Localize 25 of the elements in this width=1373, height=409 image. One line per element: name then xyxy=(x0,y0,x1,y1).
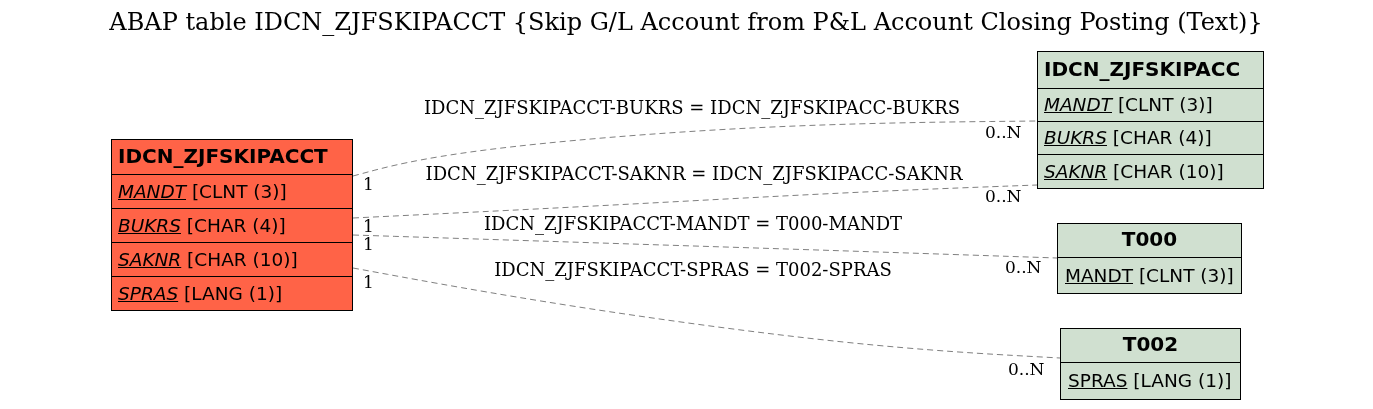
relationship-line xyxy=(352,184,1038,219)
cardinality-label: 1 xyxy=(363,236,374,253)
relationship-line xyxy=(352,234,1058,259)
relationship-line xyxy=(352,120,1038,177)
diagram-title: ABAP table IDCN_ZJFSKIPACCT {Skip G/L Account from P&L Account Closing Posting (Text)} xyxy=(109,8,1263,36)
table-name: IDCN_ZJFSKIPACC xyxy=(1044,57,1241,81)
edge-label: IDCN_ZJFSKIPACCT-BUKRS = IDCN_ZJFSKIPACC-BUKRS xyxy=(423,99,961,117)
cardinality-label: 1 xyxy=(363,218,374,235)
cardinality-label: 0..N xyxy=(985,188,1022,205)
cardinality-label: 0..N xyxy=(985,124,1022,141)
entity-table xyxy=(111,139,353,311)
entity-table xyxy=(1057,223,1242,294)
table-name: T000 xyxy=(1121,227,1178,251)
edge-label: IDCN_ZJFSKIPACCT-MANDT = T000-MANDT xyxy=(483,215,903,233)
entity-table xyxy=(1060,328,1241,400)
edge-label: IDCN_ZJFSKIPACCT-SPRAS = T002-SPRAS xyxy=(494,261,892,279)
table-name: IDCN_ZJFSKIPACCT xyxy=(118,144,328,168)
table-name: T002 xyxy=(1122,332,1179,356)
cardinality-label: 1 xyxy=(363,274,374,291)
cardinality-label: 1 xyxy=(363,176,374,193)
edge-label: IDCN_ZJFSKIPACCT-SAKNR = IDCN_ZJFSKIPACC-SAKNR xyxy=(425,165,963,183)
relationship-line xyxy=(352,267,1061,359)
entity-table xyxy=(1037,51,1264,189)
cardinality-label: 0..N xyxy=(1008,361,1045,378)
cardinality-label: 0..N xyxy=(1005,259,1042,276)
